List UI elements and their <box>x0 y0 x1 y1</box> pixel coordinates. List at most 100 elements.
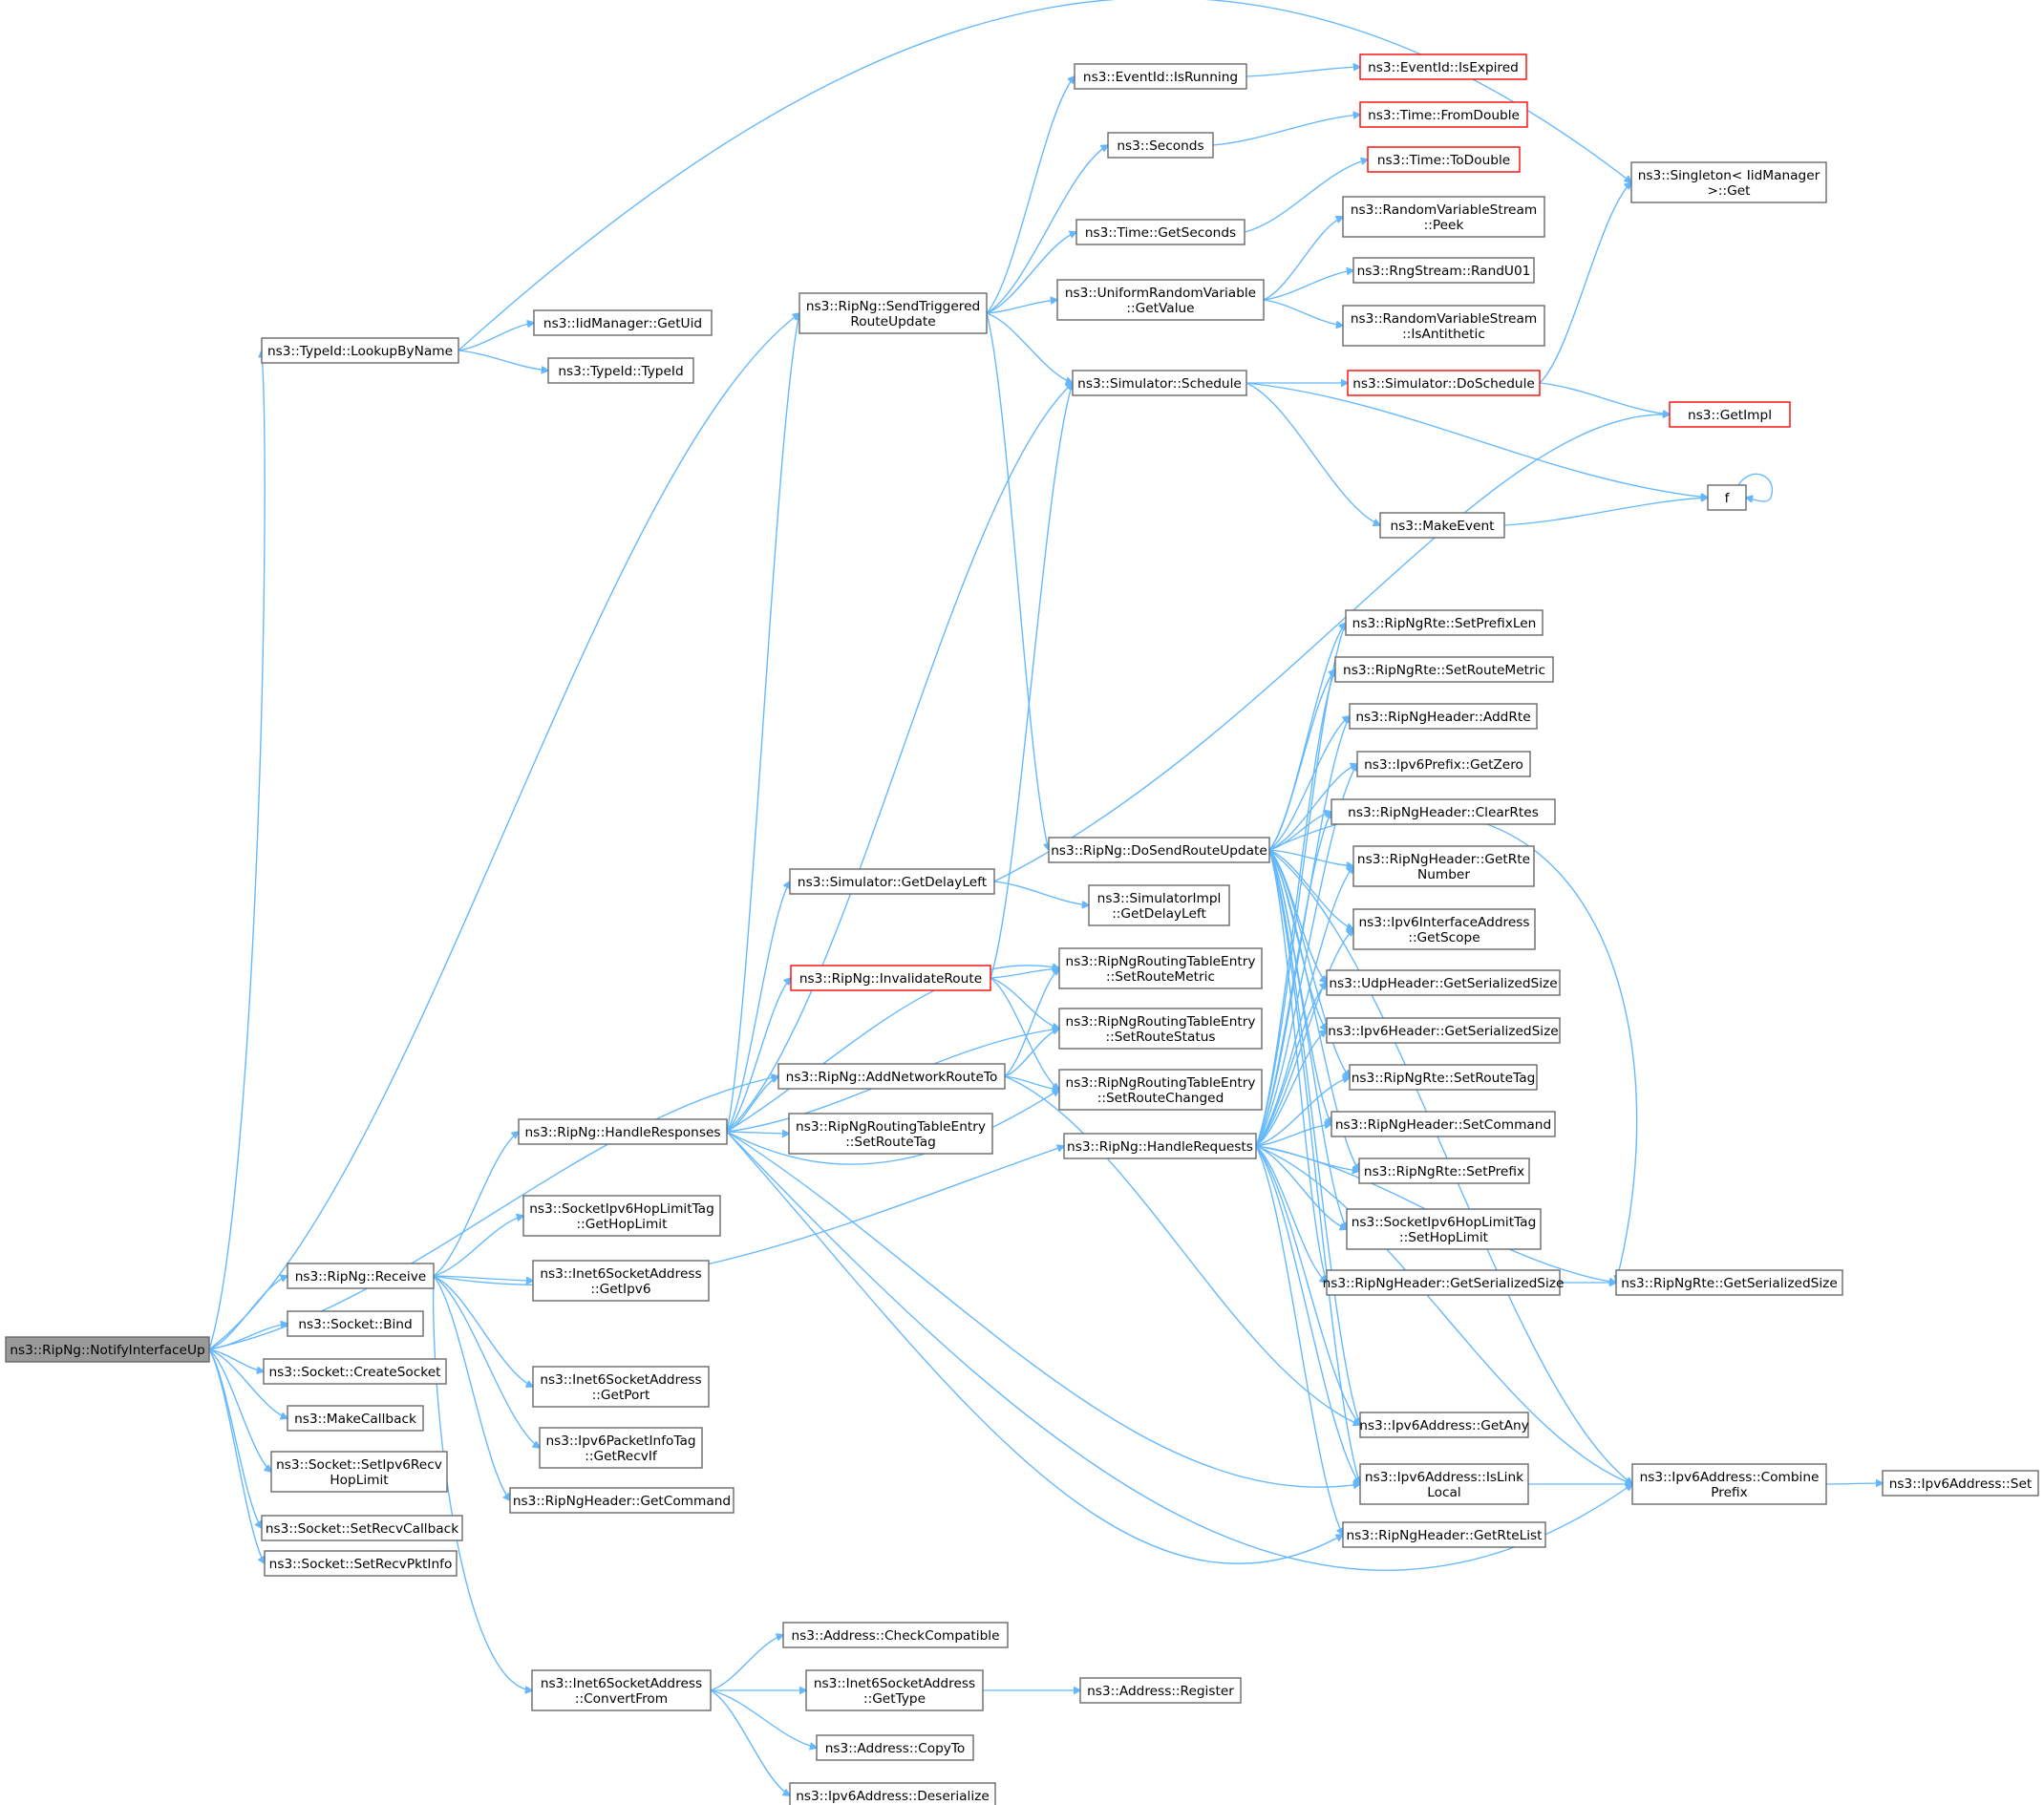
node-label: ns3::Singleton< IidManager <box>1638 168 1820 183</box>
node-dosend[interactable]: ns3::RipNg::DoSendRouteUpdate <box>1048 837 1270 863</box>
edge-getdelayleft-to-getimpl <box>993 414 1670 882</box>
node-rteserial[interactable]: ns3::RipNgRte::GetSerializedSize <box>1615 1269 1843 1296</box>
node-doschedule[interactable]: ns3::Simulator::DoSchedule <box>1347 370 1541 396</box>
node-getrecvif[interactable]: ns3::Ipv6PacketInfoTag::GetRecvIf <box>539 1427 703 1469</box>
edge-invalidate-to-entrysetroutestatus <box>990 977 1059 1029</box>
node-getcommand[interactable]: ns3::RipNgHeader::GetCommand <box>509 1487 735 1514</box>
node-setrecvcallback[interactable]: ns3::Socket::SetRecvCallback <box>261 1515 463 1541</box>
edge-invalidate-to-entrysetroutemetric <box>990 968 1059 979</box>
node-setprefix[interactable]: ns3::RipNgRte::SetPrefix <box>1358 1157 1530 1184</box>
node-label: ns3::RipNgRte::SetRouteTag <box>1352 1071 1536 1086</box>
node-createsocket[interactable]: ns3::Socket::CreateSocket <box>263 1358 447 1385</box>
edge-handlerequests-to-ipv6serial <box>1255 1030 1327 1147</box>
node-label: ns3::Inet6SocketAddress <box>540 1372 701 1388</box>
node-getscope[interactable]: ns3::Ipv6InterfaceAddress::GetScope <box>1352 908 1536 950</box>
node-handlerequests[interactable]: ns3::RipNg::HandleRequests <box>1063 1133 1257 1159</box>
node-entrysetroutetag[interactable]: ns3::RipNgRoutingTableEntry::SetRouteTag <box>788 1113 993 1155</box>
node-box <box>1088 884 1230 926</box>
node-label: ns3::RipNg::Receive <box>295 1269 426 1285</box>
node-entrysetroutechanged[interactable]: ns3::RipNgRoutingTableEntry::SetRouteCha… <box>1058 1069 1263 1111</box>
node-getany[interactable]: ns3::Ipv6Address::GetAny <box>1359 1412 1529 1438</box>
node-label: ::GetIpv6 <box>590 1282 650 1297</box>
node-convertfrom[interactable]: ns3::Inet6SocketAddress::ConvertFrom <box>531 1669 712 1711</box>
node-notify[interactable]: ns3::RipNg::NotifyInterfaceUp <box>5 1336 210 1363</box>
node-typeid[interactable]: ns3::TypeId::TypeId <box>547 357 694 384</box>
node-entrysetroutestatus[interactable]: ns3::RipNgRoutingTableEntry::SetRouteSta… <box>1058 1008 1263 1050</box>
node-implgetdelayleft[interactable]: ns3::SimulatorImpl::GetDelayLeft <box>1088 884 1230 926</box>
node-makeevent[interactable]: ns3::MakeEvent <box>1379 512 1505 539</box>
node-label: ns3::SimulatorImpl <box>1097 891 1222 906</box>
node-getzero[interactable]: ns3::Ipv6Prefix::GetZero <box>1356 751 1531 777</box>
node-box <box>777 1063 1006 1090</box>
node-deserialize[interactable]: ns3::Ipv6Address::Deserialize <box>789 1782 996 1805</box>
node-clearrtes[interactable]: ns3::RipNgHeader::ClearRtes <box>1331 798 1556 825</box>
node-setprefixlen[interactable]: ns3::RipNgRte::SetPrefixLen <box>1345 609 1544 636</box>
node-sethoplimit[interactable]: ns3::SocketIpv6HopLimitTag::SetHopLimit <box>1346 1208 1542 1250</box>
node-checkcompat[interactable]: ns3::Address::CheckCompatible <box>782 1622 1009 1648</box>
node-isantithetic[interactable]: ns3::RandomVariableStream::IsAntithetic <box>1342 305 1545 347</box>
node-box <box>1367 146 1521 173</box>
node-urvgetvalue[interactable]: ns3::UniformRandomVariable::GetValue <box>1056 279 1265 321</box>
node-schedule[interactable]: ns3::Simulator::Schedule <box>1072 370 1247 396</box>
node-label: ns3::RipNgHeader::GetRteList <box>1346 1528 1543 1543</box>
node-peek[interactable]: ns3::RandomVariableStream::Peek <box>1342 196 1545 238</box>
node-box <box>1346 1208 1542 1250</box>
node-box <box>1056 279 1265 321</box>
node-box <box>1359 101 1528 128</box>
node-entrysetroutemetric[interactable]: ns3::RipNgRoutingTableEntry::SetRouteMet… <box>1058 947 1263 989</box>
edge-dosend-to-getany <box>1268 849 1360 1425</box>
node-copyto[interactable]: ns3::Address::CopyTo <box>816 1734 974 1761</box>
node-getdelayleft[interactable]: ns3::Simulator::GetDelayLeft <box>789 868 995 895</box>
node-getseconds[interactable]: ns3::Time::GetSeconds <box>1075 219 1246 245</box>
node-getipv6[interactable]: ns3::Inet6SocketAddress::GetIpv6 <box>532 1260 710 1302</box>
edge-dosend-to-getscope <box>1268 849 1353 929</box>
edge-urvgetvalue-to-peek <box>1263 217 1343 301</box>
node-singleton[interactable]: ns3::Singleton< IidManager>::Get <box>1630 161 1827 203</box>
node-box <box>539 1427 703 1469</box>
node-makecallback[interactable]: ns3::MakeCallback <box>287 1405 424 1432</box>
node-box <box>1342 196 1545 238</box>
node-randu01[interactable]: ns3::RngStream::RandU01 <box>1352 257 1535 284</box>
node-label: ns3::RipNgHeader::AddRte <box>1355 710 1530 725</box>
node-addnetwork[interactable]: ns3::RipNg::AddNetworkRouteTo <box>777 1063 1006 1090</box>
node-getport[interactable]: ns3::Inet6SocketAddress::GetPort <box>532 1366 710 1408</box>
node-receive[interactable]: ns3::RipNg::Receive <box>287 1263 435 1289</box>
node-rtesetroutemetric[interactable]: ns3::RipNgRte::SetRouteMetric <box>1334 656 1554 683</box>
edge-sendtrig-to-urvgetvalue <box>986 300 1057 314</box>
node-label: ns3::RandomVariableStream <box>1351 202 1537 218</box>
node-label: RouteUpdate <box>850 314 935 329</box>
node-hdrserial[interactable]: ns3::RipNgHeader::GetSerializedSize <box>1323 1269 1565 1296</box>
node-udpserial[interactable]: ns3::UdpHeader::GetSerializedSize <box>1326 969 1561 996</box>
node-setcommand[interactable]: ns3::RipNgHeader::SetCommand <box>1331 1111 1556 1137</box>
node-addrte[interactable]: ns3::RipNgHeader::AddRte <box>1349 703 1538 730</box>
node-setroutetag[interactable]: ns3::RipNgRte::SetRouteTag <box>1349 1064 1538 1091</box>
node-label: ns3::Ipv6Header::GetSerializedSize <box>1328 1024 1558 1039</box>
node-getuid[interactable]: ns3::IidManager::GetUid <box>533 309 713 336</box>
node-fromdouble[interactable]: ns3::Time::FromDouble <box>1359 101 1528 128</box>
node-getimpl[interactable]: ns3::GetImpl <box>1669 401 1791 428</box>
node-handleresponses[interactable]: ns3::RipNg::HandleResponses <box>518 1118 728 1145</box>
node-box <box>1359 53 1527 80</box>
node-todouble[interactable]: ns3::Time::ToDouble <box>1367 146 1521 173</box>
node-gethoplimit[interactable]: ns3::SocketIpv6HopLimitTag::GetHopLimit <box>522 1195 721 1237</box>
node-f[interactable]: f <box>1707 484 1747 511</box>
node-seconds[interactable]: ns3::Seconds <box>1107 132 1214 159</box>
node-gettype[interactable]: ns3::Inet6SocketAddress::GetType <box>805 1669 984 1711</box>
node-getrtelist[interactable]: ns3::RipNgHeader::GetRteList <box>1342 1521 1546 1548</box>
node-register[interactable]: ns3::Address::Register <box>1079 1677 1242 1704</box>
node-ipv6set[interactable]: ns3::Ipv6Address::Set <box>1882 1470 2039 1497</box>
node-lookup[interactable]: ns3::TypeId::LookupByName <box>261 337 459 364</box>
node-isexpired[interactable]: ns3::EventId::IsExpired <box>1359 53 1527 80</box>
node-isrunning[interactable]: ns3::EventId::IsRunning <box>1074 63 1247 90</box>
node-invalidate[interactable]: ns3::RipNg::InvalidateRoute <box>790 965 991 991</box>
node-bind[interactable]: ns3::Socket::Bind <box>287 1310 424 1337</box>
node-setrecvpktinfo[interactable]: ns3::Socket::SetRecvPktInfo <box>264 1550 458 1577</box>
edge-lookup-to-typeid <box>458 350 548 371</box>
node-ipv6serial[interactable]: ns3::Ipv6Header::GetSerializedSize <box>1326 1017 1561 1044</box>
